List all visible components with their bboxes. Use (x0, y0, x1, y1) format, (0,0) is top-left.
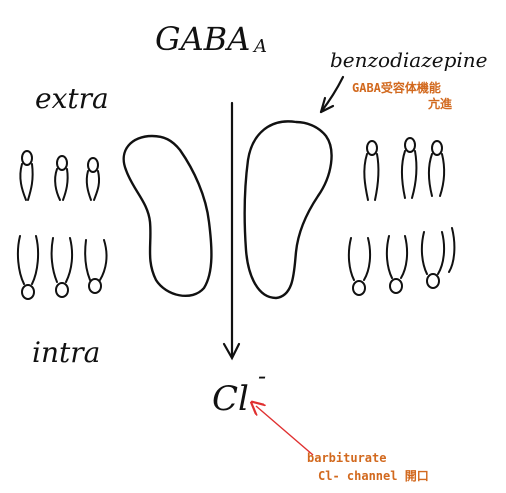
lipid-head-left-1 (19, 150, 34, 201)
barbiturate-arrow (256, 406, 314, 456)
label-extracellular: extra (35, 82, 109, 115)
benzodiazepine-note-line2: 亢進 (428, 96, 453, 111)
receptor-subunit-left (122, 134, 213, 298)
lipid-head-right-2 (401, 137, 418, 199)
membrane-lipids-left-upper (19, 150, 101, 201)
membrane-lipids-left-lower (16, 235, 108, 300)
benzodiazepine-arrow (319, 75, 345, 114)
membrane-lipids-right-upper (363, 137, 446, 201)
lipid-tail-left-2 (50, 237, 74, 298)
lipid-tail-right-3 (420, 231, 446, 289)
lipid-tail-left-3 (84, 239, 108, 294)
title-gaba: GABA (155, 20, 250, 58)
chloride-ion-charge: - (258, 362, 266, 390)
label-intracellular: intra (32, 336, 100, 369)
lipid-head-left-2 (54, 155, 69, 201)
lipid-tail-right-2 (385, 235, 409, 294)
lipid-stray-stroke (448, 227, 456, 273)
barbiturate-channel-note: Cl- channel 開口 (318, 469, 429, 483)
receptor-subunit-right (243, 120, 333, 300)
lipid-head-right-3 (428, 140, 446, 197)
membrane-lipids-right-lower (347, 227, 456, 296)
lipid-head-right-1 (363, 140, 380, 201)
barbiturate-label: barbiturate (307, 451, 386, 465)
lipid-tail-left-1 (16, 235, 40, 300)
lipid-head-left-3 (85, 157, 101, 201)
label-benzodiazepine: benzodiazepine (330, 48, 488, 72)
lipid-tail-right-1 (347, 237, 372, 296)
chloride-channel-arrow (222, 101, 241, 361)
title-subscript-a: A (252, 36, 267, 57)
chloride-ion-symbol: Cl (212, 379, 249, 419)
benzodiazepine-note-line1: GABA受容体機能 (352, 80, 441, 95)
